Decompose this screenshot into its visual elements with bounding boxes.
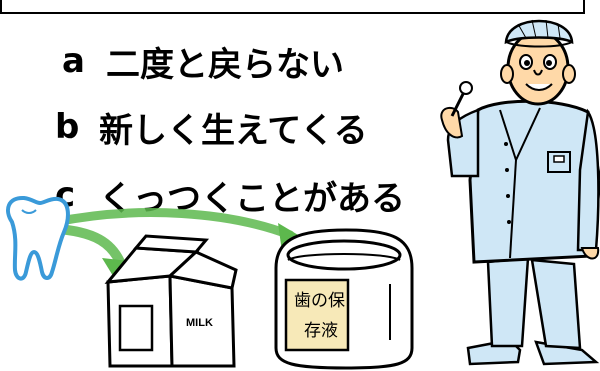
preservative-label-line1: 歯の保 <box>294 291 345 311</box>
milk-label: MILK <box>186 317 213 329</box>
preservative-label-line2: 存液 <box>304 321 338 341</box>
tooth-icon <box>6 195 70 281</box>
preservative-jar-icon <box>274 228 414 370</box>
option-a-letter: a <box>62 41 85 81</box>
option-b-letter: b <box>55 107 80 147</box>
milk-carton-icon <box>104 234 238 368</box>
option-a-text: 二度と戻らない <box>106 44 344 85</box>
dentist-illustration <box>440 19 600 366</box>
option-b-text: 新しく生えてくる <box>99 110 368 151</box>
option-b: b 新しく生えてくる <box>55 102 368 152</box>
option-a: a 二度と戻らない <box>62 36 344 86</box>
top-border <box>0 0 585 14</box>
